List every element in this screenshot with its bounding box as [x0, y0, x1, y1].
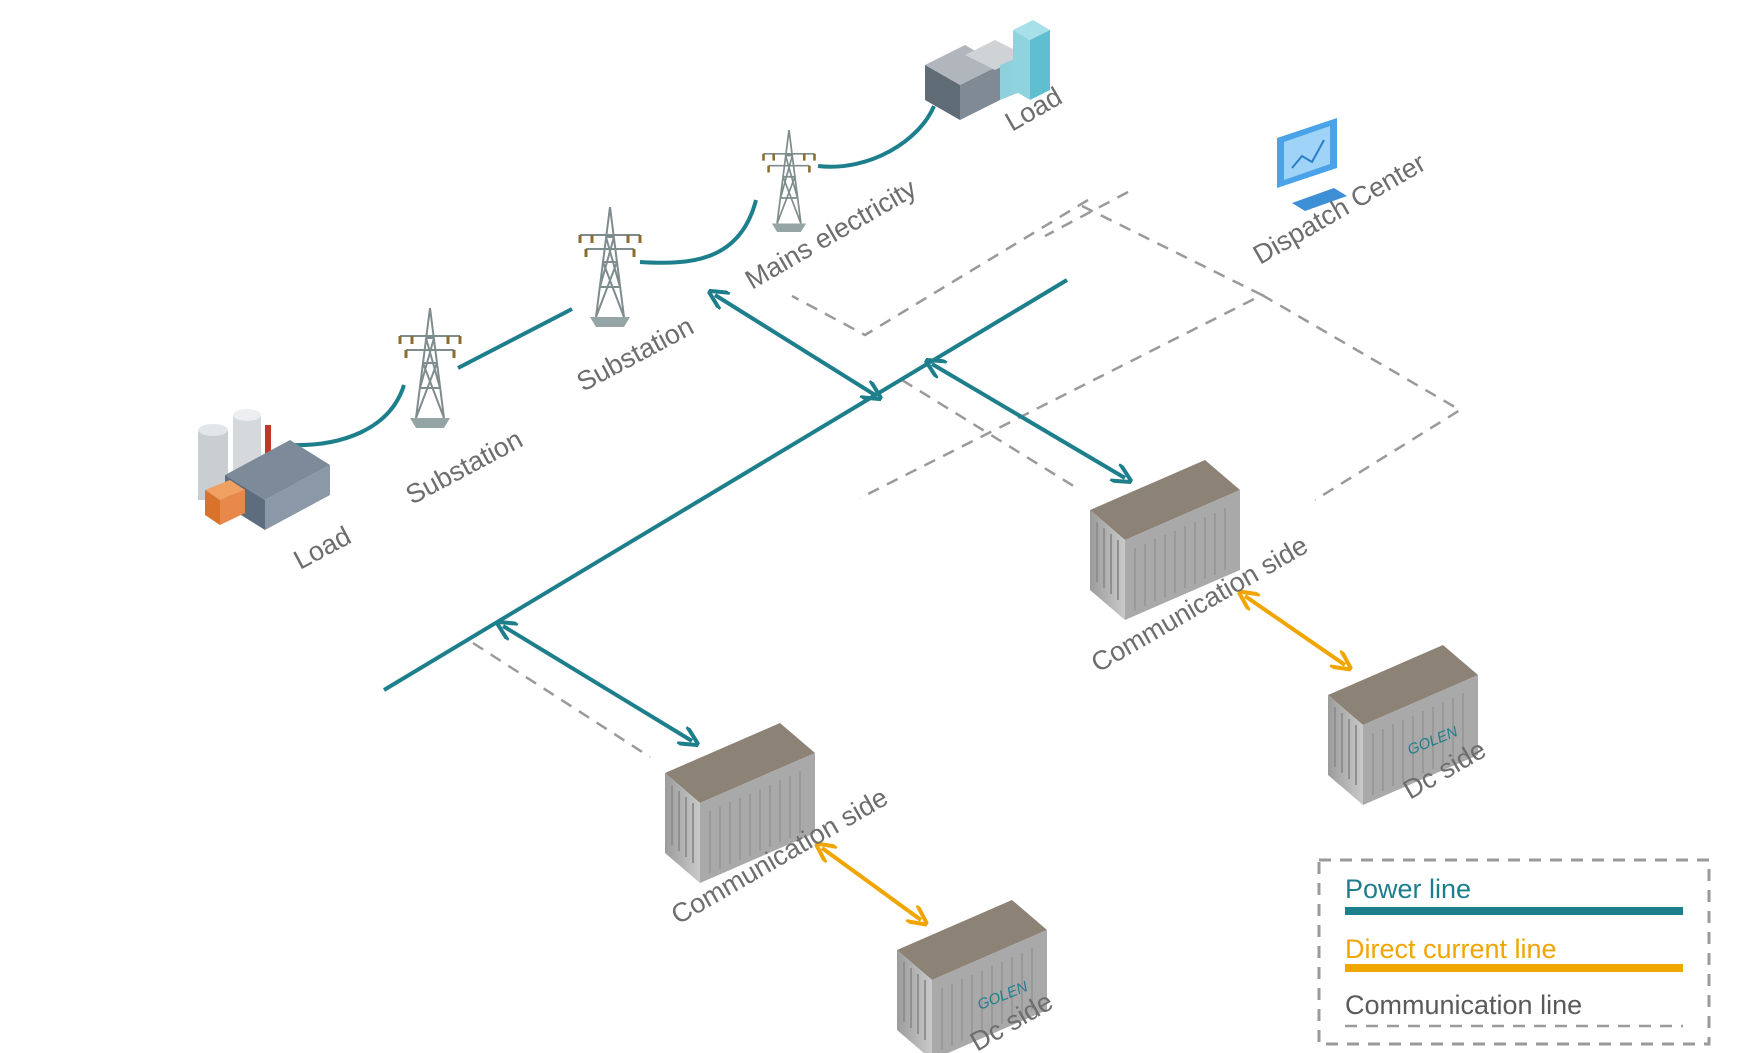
factory-icon — [198, 409, 330, 530]
label-load-factory: Load — [289, 521, 356, 576]
legend-power-line: Power line — [1345, 874, 1471, 904]
tower-icon — [578, 205, 642, 329]
dc-arrows — [822, 596, 1345, 920]
label-substation-1: Substation — [401, 424, 528, 510]
communication-lines — [472, 190, 1463, 759]
label-substation-2: Substation — [572, 311, 699, 397]
label-dispatch: Dispatch Center — [1248, 147, 1431, 270]
power-arrows — [503, 295, 1125, 741]
computer-icon — [1277, 118, 1347, 211]
tower-icon — [398, 306, 462, 430]
power-line-grid — [287, 105, 1069, 692]
legend-comm-line: Communication line — [1345, 990, 1582, 1020]
label-mains: Mains electricity — [740, 173, 922, 295]
legend-dc-line: Direct current line — [1345, 934, 1557, 964]
tower-icon — [762, 128, 816, 234]
office-building-icon — [925, 20, 1050, 120]
legend: Power line Direct current line Communica… — [1317, 858, 1711, 1046]
